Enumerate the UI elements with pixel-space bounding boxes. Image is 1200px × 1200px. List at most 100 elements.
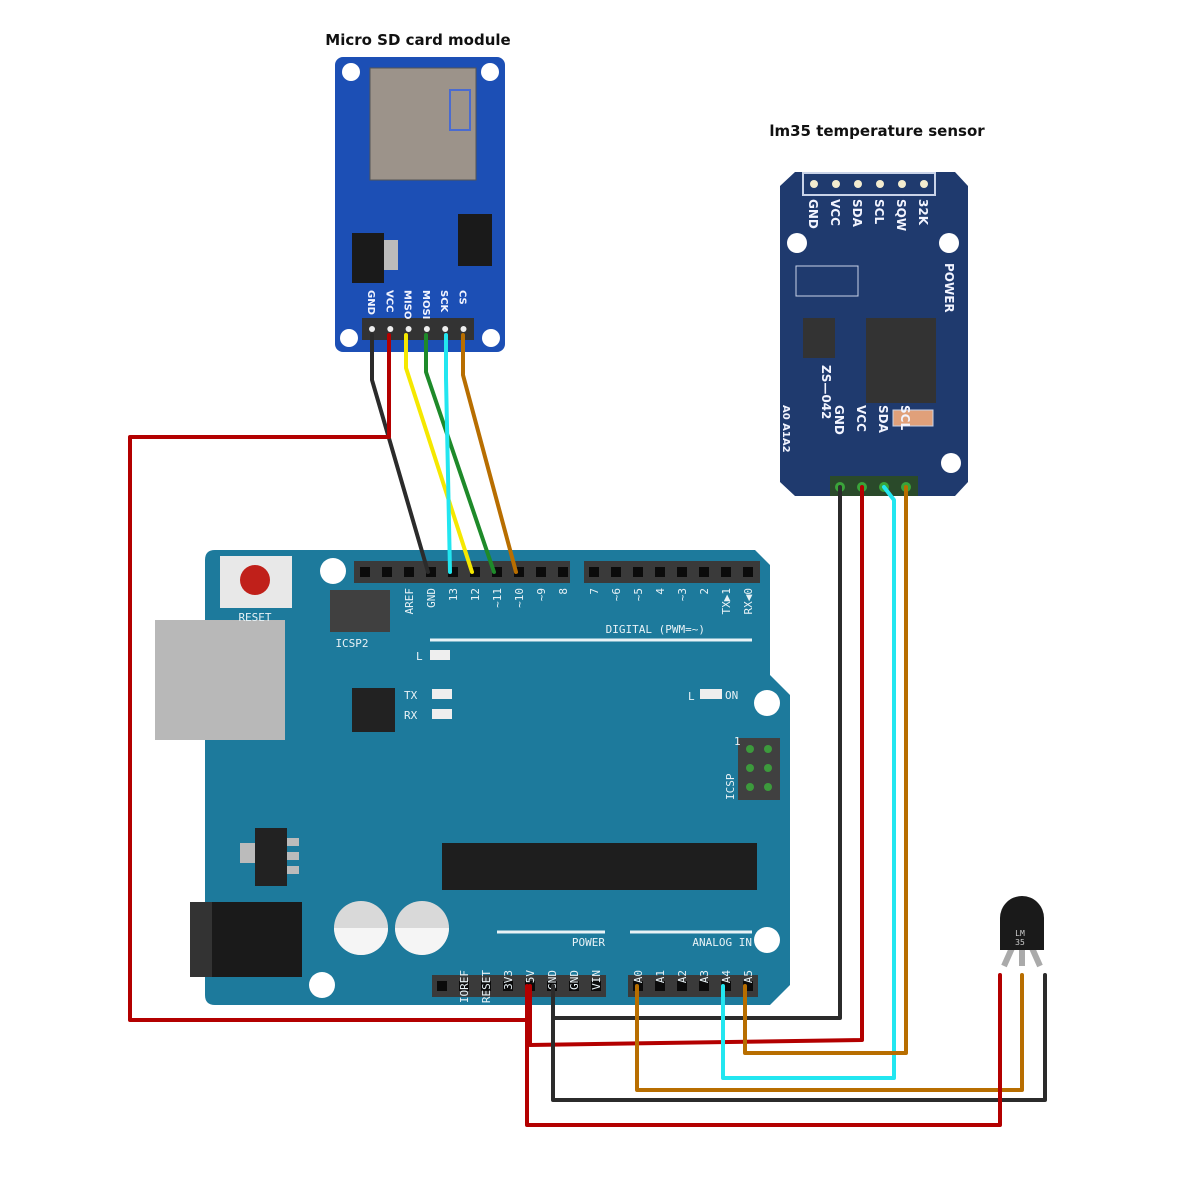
analog-pin[interactable] <box>655 981 665 991</box>
icsp-label: ICSP <box>724 773 737 800</box>
power-pin-label: IOREF <box>458 970 471 1003</box>
mounting-hole <box>787 233 807 253</box>
digital-pin[interactable] <box>536 567 546 577</box>
power-pin[interactable] <box>503 981 513 991</box>
voltage-regulator <box>255 828 287 886</box>
temp-sensor-title: lm35 temperature sensor <box>769 122 985 140</box>
analog-pin-label: A3 <box>698 970 711 983</box>
digital-pin[interactable] <box>404 567 414 577</box>
rtc-top-pin[interactable] <box>876 180 884 188</box>
digital-pin[interactable] <box>721 567 731 577</box>
rtc-top-pin[interactable] <box>810 180 818 188</box>
mounting-hole <box>482 329 500 347</box>
sd-pin[interactable] <box>405 326 412 332</box>
rtc-power-label: POWER <box>942 263 956 313</box>
sd-pin[interactable] <box>460 326 467 332</box>
sd-pin-label: MOSI <box>420 290 431 319</box>
power-pin[interactable] <box>569 981 579 991</box>
digital-pin[interactable] <box>426 567 436 577</box>
rtc-top-pin[interactable] <box>854 180 862 188</box>
analog-pin[interactable] <box>743 981 753 991</box>
sd-pin[interactable] <box>442 326 449 332</box>
digital-pin[interactable] <box>360 567 370 577</box>
sd-pin-label: VCC <box>383 290 394 312</box>
led-tx-label: TX <box>404 689 418 702</box>
digital-pin[interactable] <box>470 567 480 577</box>
power-pin[interactable] <box>437 981 447 991</box>
digital-pin[interactable] <box>633 567 643 577</box>
analog-pin[interactable] <box>699 981 709 991</box>
digital-pin[interactable] <box>558 567 568 577</box>
wires <box>128 333 1047 1127</box>
capacitor-top <box>395 928 449 955</box>
mounting-hole <box>481 63 499 81</box>
lm35-gnd-to-gnd-wire <box>551 973 1047 1102</box>
digital-pin[interactable] <box>589 567 599 577</box>
mounting-hole <box>754 690 780 716</box>
power-pin-label: RESET <box>480 970 493 1003</box>
rtc-top-pin-label: SCL <box>872 199 886 224</box>
analog-pin-label: A0 <box>632 970 645 983</box>
power-pin[interactable] <box>481 981 491 991</box>
digital-pin-label: GND <box>425 588 438 608</box>
rtc-top-pin[interactable] <box>832 180 840 188</box>
analog-pin-label: A1 <box>654 970 667 983</box>
digital-pin-label: ~11 <box>491 588 504 608</box>
lm35-vout-to-a0-wire <box>635 973 1024 1092</box>
digital-label: DIGITAL (PWM=~) <box>606 623 705 636</box>
sd-pin[interactable] <box>369 326 375 332</box>
power-label: POWER <box>572 936 605 949</box>
regulator-tab <box>384 240 398 270</box>
digital-pin[interactable] <box>699 567 709 577</box>
mounting-hole <box>754 927 780 953</box>
digital-pin[interactable] <box>382 567 392 577</box>
usb-chip <box>352 688 395 732</box>
capacitor-top <box>334 928 388 955</box>
icsp2-label: ICSP2 <box>335 637 368 650</box>
rtc-top-pin[interactable] <box>898 180 906 188</box>
power-pin[interactable] <box>459 981 469 991</box>
icsp2-header <box>330 590 390 632</box>
digital-pin-label: ~5 <box>632 588 645 601</box>
regulator-pin <box>287 838 299 846</box>
sd-card-slot[interactable] <box>369 67 477 181</box>
digital-pin[interactable] <box>492 567 502 577</box>
digital-pin-label: 7 <box>588 588 601 595</box>
power-pin[interactable] <box>591 981 601 991</box>
digital-header-b <box>584 561 760 583</box>
analog-pin-label: A2 <box>676 970 689 983</box>
led-rx-label: RX <box>404 709 418 722</box>
sd-module-title: Micro SD card module <box>325 31 510 49</box>
resistor-array <box>795 265 859 297</box>
mounting-hole <box>340 329 358 347</box>
analog-label: ANALOG IN <box>692 936 752 949</box>
sd-pin-header <box>362 318 474 340</box>
icsp-pin <box>764 745 772 753</box>
lm35-body <box>1000 896 1044 950</box>
led-l <box>430 650 450 660</box>
digital-pin[interactable] <box>743 567 753 577</box>
rtc-top-pin[interactable] <box>920 180 928 188</box>
analog-pin[interactable] <box>721 981 731 991</box>
digital-pin[interactable] <box>677 567 687 577</box>
level-shifter-chip <box>458 214 492 266</box>
digital-pin-label: TX▶1 <box>720 588 733 615</box>
icsp-pin1-label: 1 <box>734 735 741 748</box>
analog-pin[interactable] <box>677 981 687 991</box>
reset-button-cap[interactable] <box>240 565 270 595</box>
power-pin-label: 3V3 <box>502 970 515 990</box>
sd-pin[interactable] <box>423 326 430 332</box>
sd-pin[interactable] <box>387 326 394 332</box>
digital-pin[interactable] <box>611 567 621 577</box>
digital-pin-label: ~10 <box>513 588 526 608</box>
digital-pin[interactable] <box>655 567 665 577</box>
eeprom-chip <box>803 318 835 358</box>
mounting-hole <box>342 63 360 81</box>
power-header <box>432 975 606 997</box>
digital-pin[interactable] <box>514 567 524 577</box>
digital-pin[interactable] <box>448 567 458 577</box>
digital-pin-label: ~3 <box>676 588 689 601</box>
digital-pin-label: AREF <box>403 588 416 615</box>
rtc-top-header <box>802 172 936 196</box>
usb-port-body <box>155 620 285 740</box>
